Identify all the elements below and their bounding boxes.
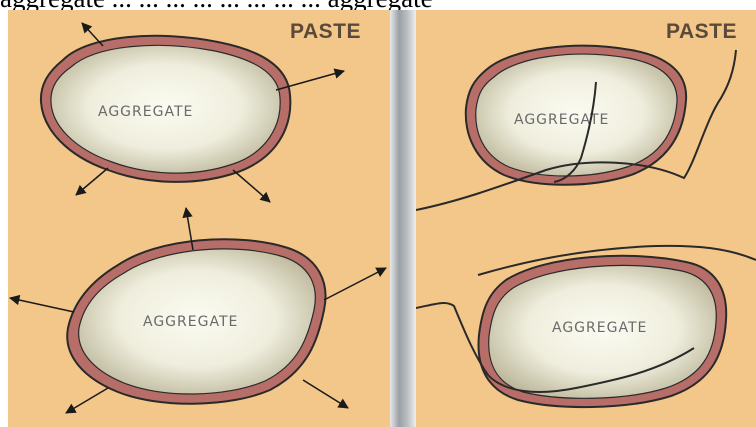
stress-arrow bbox=[76, 168, 108, 195]
stress-arrow bbox=[324, 268, 386, 300]
right-diagram: AGGREGATE AGGREGATE bbox=[416, 10, 756, 427]
stress-arrow bbox=[82, 23, 103, 46]
left-diagram: AGGREGATE AGGREGATE bbox=[8, 10, 390, 427]
stress-arrow bbox=[303, 380, 348, 408]
stress-arrow bbox=[10, 298, 74, 312]
figure-caption: aggregate ... ... ... ... ... ... ... ..… bbox=[0, 0, 756, 10]
aggregate-label: AGGREGATE bbox=[552, 320, 647, 336]
right-panel: PASTE AGGREGATE AGGREGATE bbox=[416, 10, 756, 427]
aggregate-label: AGGREGATE bbox=[143, 314, 238, 330]
panel-divider bbox=[390, 10, 416, 427]
stress-arrow bbox=[66, 388, 108, 413]
aggregate-label: AGGREGATE bbox=[98, 104, 193, 120]
left-panel: PASTE AGGREGATE AGGREGATE bbox=[8, 10, 390, 427]
stress-arrow bbox=[233, 170, 270, 202]
aggregate-label: AGGREGATE bbox=[514, 112, 609, 128]
